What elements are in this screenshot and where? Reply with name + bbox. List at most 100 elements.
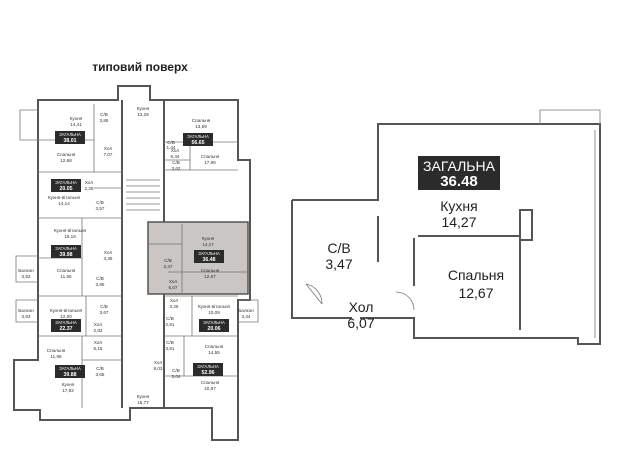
detail-kitchen-area: 14,27 [441, 214, 476, 230]
overview-total-badge [55, 131, 85, 144]
overview-room-label-a6-hall-l: Хол [170, 298, 178, 303]
overview-room-label-a2-total-v: 56.65 [192, 140, 205, 146]
detail-plan: ЗАГАЛЬНА 36.48 Кухня 14,27 С/В 3,47 Спал… [291, 109, 601, 345]
detail-bath-area: 3,47 [325, 256, 352, 272]
overview-room-label-a8-bath2-l: С/В [172, 368, 180, 373]
overview-room-label-c-kitchen-v: 13,28 [137, 112, 149, 117]
overview-total-badge [51, 319, 81, 332]
overview-room-label-c-kitchen-l: Кухня [137, 106, 150, 111]
overview-room-label-a2-bed1-v: 13,59 [195, 124, 207, 129]
overview-room-label-a1-bed-v: 12,68 [60, 158, 72, 163]
overview-total-badge [183, 133, 213, 146]
overview-room-label-a8-kitchen-l: Кухня [137, 394, 150, 399]
overview-room-label-a7-hall-v: 6,15 [94, 346, 103, 351]
overview-room-label-a3-hall-l: Хол [85, 180, 93, 185]
overview-room-label-a8-bed1-l: Спальня [205, 344, 224, 349]
overview-room-label-a1-bath-l: С/В [100, 112, 108, 117]
overview-room-label-a1-kitchen-v: 14,41 [70, 122, 82, 127]
detail-outer-walls [291, 123, 601, 345]
overview-room-label-a6-kl-l: Кухня-вітальня [198, 304, 231, 309]
overview-room-label-a3-total-t: ЗАГАЛЬНА [55, 180, 77, 185]
overview-room-label-hl-hall-v: 6,07 [169, 285, 178, 290]
overview-room-label-a2-bed1-l: Спальня [192, 118, 211, 123]
overview-room-label-a1-total-t: ЗАГАЛЬНА [59, 132, 81, 137]
overview-room-label-a1-kitchen-l: Кухня [70, 116, 83, 121]
overview-room-label-a5-total-t: ЗАГАЛЬНА [55, 320, 77, 325]
overview-room-label-a6-bath-l: С/В [166, 316, 174, 321]
overview-room-label-hl-hall-l: Хол [169, 279, 177, 284]
overview-room-label-a3-total-v: 20.05 [60, 186, 73, 192]
overview-room-label-a6-total-t: ЗАГАЛЬНА [203, 320, 225, 325]
overview-room-label-hl-total-t: ЗАГАЛЬНА [198, 251, 220, 256]
overview-room-label-a2-total-t: ЗАГАЛЬНА [187, 134, 209, 139]
overview-total-badge [199, 319, 229, 332]
overview-room-label-a6-bath-v: 2,81 [166, 322, 175, 327]
overview-total-badge [55, 365, 85, 378]
overview-room-label-a7-bath-v: 3,65 [96, 372, 105, 377]
overview-room-label-a5-bath-l: С/В [100, 304, 108, 309]
overview-room-label-hl-kitchen-v: 14,27 [202, 242, 214, 247]
overview-room-label-hl-bed-v: 12,67 [204, 274, 216, 279]
overview-room-label-a2-bed2-v: 17,96 [204, 160, 216, 165]
overview-room-label-a4-hall-l: Хол [104, 250, 112, 255]
overview-total-badge [51, 179, 81, 192]
overview-room-label-a4-bed-v: 11,55 [60, 274, 72, 279]
overview-room-label-a6-total-v: 20.06 [208, 326, 221, 332]
overview-room-label-a7-hall-l: Хол [94, 340, 102, 345]
overview-room-label-a6-balc-l: Балкон [238, 308, 254, 313]
overview-room-label-a4-hall-v: 3,35 [104, 256, 113, 261]
overview-room-label-hl-bed-l: Спальня [201, 268, 220, 273]
overview-room-label-a8-bed2-v: 10,87 [204, 386, 216, 391]
overview-room-label-a7-bed-l: Спальня [47, 348, 66, 353]
overview-room-label-a7-bed-v: 11,96 [50, 354, 62, 359]
overview-room-label-a7-kitchen-v: 17,82 [62, 388, 74, 393]
overview-room-label-a8-bath1-v: 3,81 [166, 346, 175, 351]
overview-room-label-a4-bath-v: 3,85 [96, 282, 105, 287]
overview-room-label-a7-bath-l: С/В [96, 366, 104, 371]
overview-room-label-a4-total-t: ЗАГАЛЬНА [55, 246, 77, 251]
overview-room-label-a5-hall-l: Хол [94, 322, 102, 327]
overview-room-label-a8-bath2-v: 3,04 [172, 374, 181, 379]
overview-room-label-a2-hall-v: 6,34 [171, 154, 180, 159]
overview-room-label-hl-bath-v: 3,47 [164, 264, 173, 269]
overview-room-label-a8-kitchen-v: 15,77 [137, 400, 149, 405]
overview-room-label-a4-bed-l: Спальня [57, 268, 76, 273]
overview-room-label-a2-bath1-v: 1,44 [167, 145, 176, 150]
detail-total-value: 36.48 [440, 173, 478, 190]
overview-room-label-hl-total-v: 36.48 [203, 257, 216, 263]
overview-room-label-a1-hall-l: Хол [104, 146, 112, 151]
overview-room-label-a4-balc-v: 3,52 [22, 274, 31, 279]
overview-room-label-hl-bath-l: С/В [164, 258, 172, 263]
overview-room-label-a8-bath1-l: С/В [166, 340, 174, 345]
overview-room-label-a7-kitchen-l: Кухня [62, 382, 75, 387]
overview-room-label-a6-kl-v: 10,09 [208, 310, 220, 315]
overview-room-label-a2-hall-l: Хол [171, 148, 179, 153]
overview-room-label-a5-kl-l: Кухня-вітальня [50, 308, 83, 313]
detail-total-badge [418, 156, 500, 190]
overview-room-label-a2-bath1-l: С/В [167, 140, 175, 145]
detail-hall-label: Хол [349, 299, 374, 315]
overview-room-label-a4-kl-v: 19,16 [64, 234, 76, 239]
overview-room-label-a7-total-v: 39.88 [64, 372, 77, 378]
overview-room-label-a5-hall-v: 2,82 [94, 328, 103, 333]
overview-room-label-a1-bed-l: Спальня [57, 152, 76, 157]
overview-room-label-a5-bath-v: 3,67 [100, 310, 109, 315]
detail-hall-area: 6,07 [347, 315, 374, 331]
overview-room-label-a8-bed1-v: 14,55 [208, 350, 220, 355]
overview-room-label-a3-kl-v: 14,14 [58, 201, 70, 206]
overview-room-label-a6-hall-v: 3,26 [170, 304, 179, 309]
overview-room-label-a5-balc-v: 3,93 [22, 314, 31, 319]
detail-window-block [519, 209, 533, 241]
overview-room-label-a3-kl-l: Кухня-вітальня [48, 195, 81, 200]
overview-room-label-a2-bed2-l: Спальня [201, 154, 220, 159]
overview-room-label-a3-hall-v: 2,25 [85, 186, 94, 191]
overview-labels: Кухня14,41ЗАГАЛЬНА38.01С/В3,85Хол7,07Спа… [18, 106, 254, 405]
overview-room-label-a1-hall-v: 7,07 [104, 152, 113, 157]
detail-bedroom-area: 12,67 [458, 285, 493, 301]
overview-room-label-a8-bed2-l: Спальня [201, 380, 220, 385]
overview-total-badge [193, 363, 223, 376]
floor-title: типовий поверх [92, 60, 188, 74]
overview-room-label-a4-bath-l: С/В [96, 276, 104, 281]
overview-room-label-a7-total-t: ЗАГАЛЬНА [59, 366, 81, 371]
